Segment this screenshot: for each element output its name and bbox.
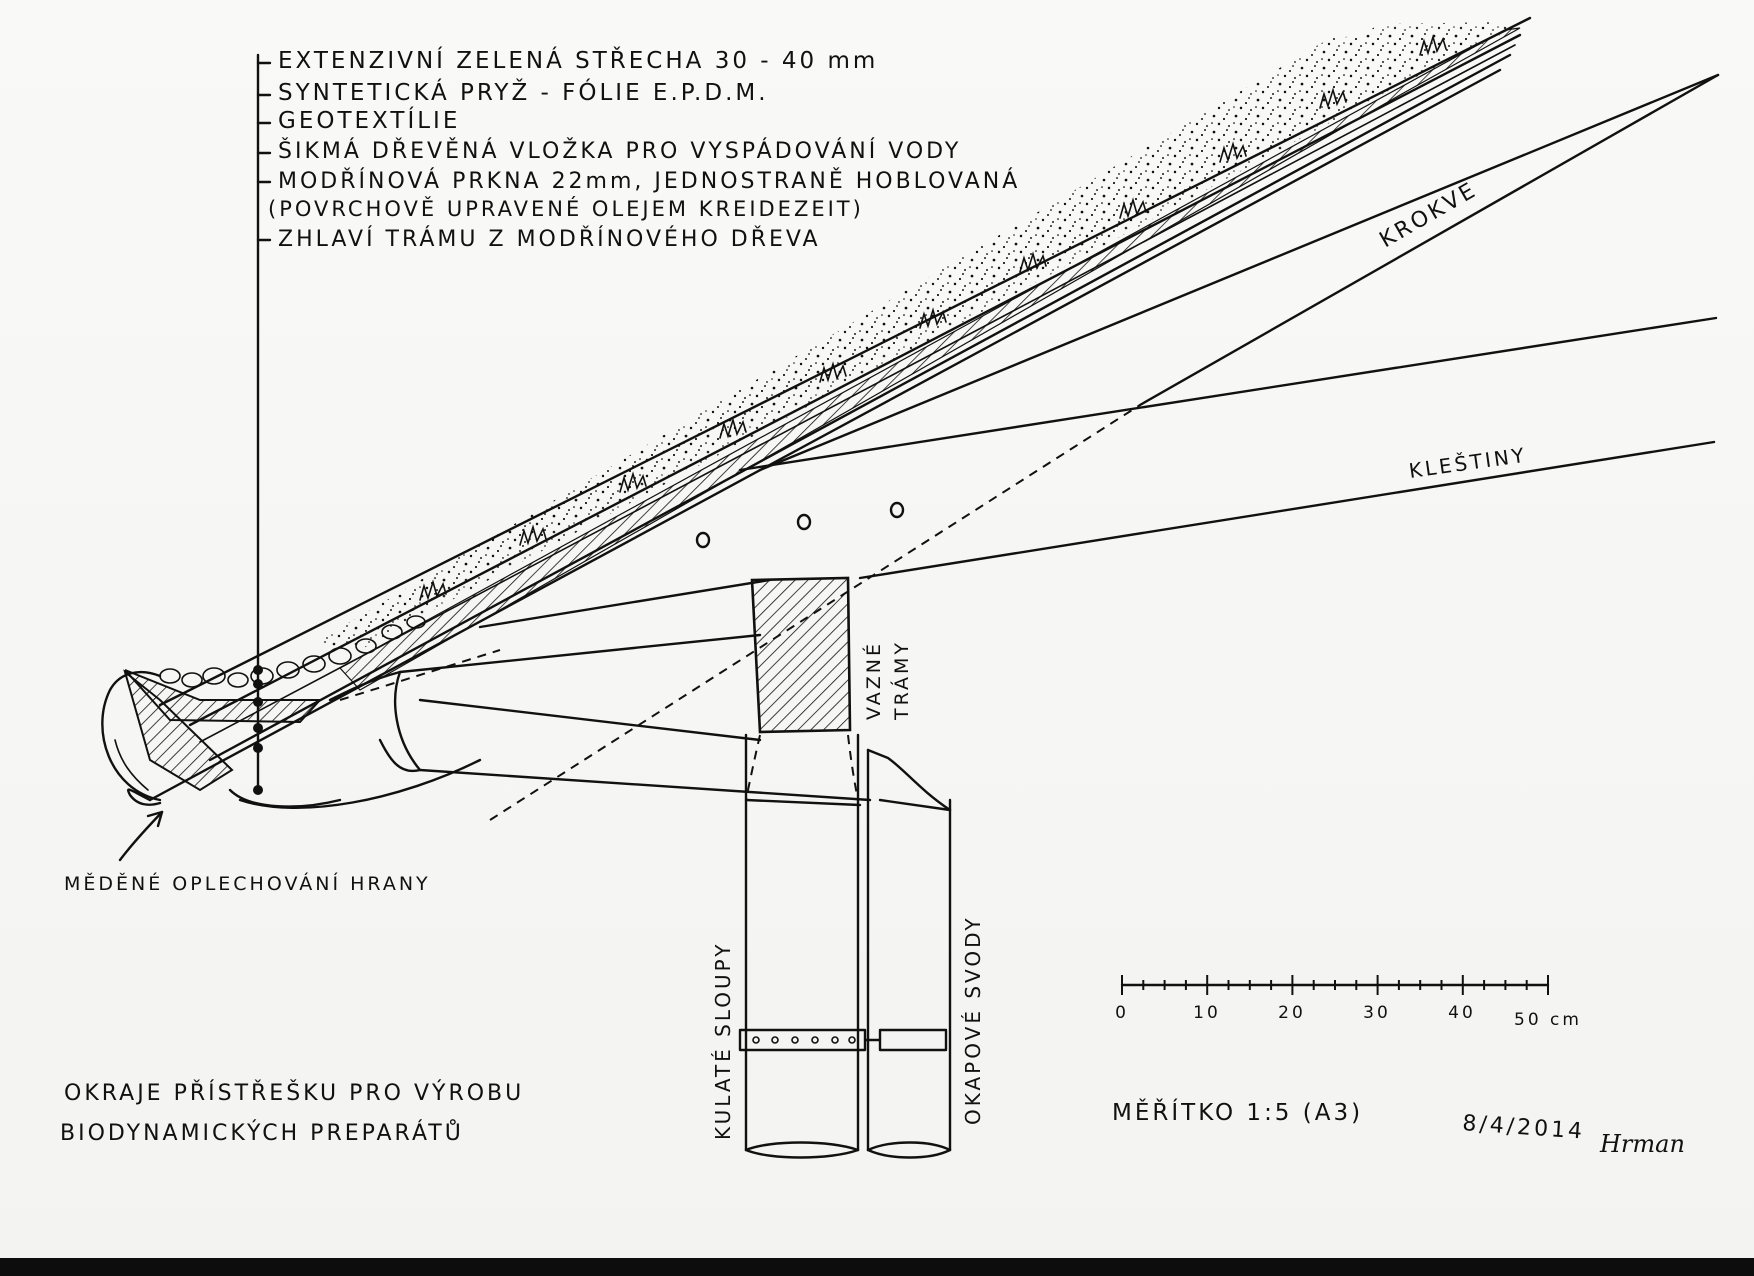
layer-4: ŠIKMÁ DŘEVĚNÁ VLOŽKA PRO VYSPÁDOVÁNÍ VOD… bbox=[278, 138, 961, 164]
label-tie-beams-2: TRÁMY bbox=[890, 640, 913, 721]
rafter-lines bbox=[478, 73, 1720, 821]
title-line-2: BIODYNAMICKÝCH PREPARÁTŮ bbox=[60, 1119, 464, 1146]
label-tie-beams-1: VAZNÉ bbox=[862, 641, 885, 720]
layer-1: EXTENZIVNÍ ZELENÁ STŘECHA 30 - 40 mm bbox=[278, 46, 878, 74]
scale-note: MĚŘÍTKO 1:5 (A3) bbox=[1112, 1098, 1363, 1126]
layer-tick-marks bbox=[256, 61, 272, 242]
title-line-1: OKRAJE PŘÍSTŘEŠKU PRO VÝROBU bbox=[64, 1080, 524, 1106]
scale-tick-10: 10 bbox=[1193, 1003, 1221, 1023]
layer-pointer-dots bbox=[253, 665, 263, 795]
pipe-clamp bbox=[738, 1028, 948, 1052]
scale-tick-30: 30 bbox=[1363, 1003, 1391, 1023]
beam-end bbox=[228, 633, 872, 810]
flashing-arrow bbox=[118, 810, 164, 862]
label-rafters: KROKVE bbox=[1376, 177, 1482, 253]
copper-flashing bbox=[101, 670, 162, 802]
label-round-posts: KULATÉ SLOUPY bbox=[711, 941, 735, 1140]
layer-3: GEOTEXTÍLIE bbox=[278, 106, 460, 134]
layer-5-note: (POVRCHOVĚ UPRAVENÉ OLEJEM KREIDEZEIT) bbox=[268, 196, 864, 221]
label-copper-flashing: MĚDĚNÉ OPLECHOVÁNÍ HRANY bbox=[64, 872, 431, 895]
scale-tick-40: 40 bbox=[1448, 1003, 1476, 1023]
scale-tick-50: 50 cm bbox=[1514, 1010, 1582, 1030]
layer-2: SYNTETICKÁ PRYŽ - FÓLIE E.P.D.M. bbox=[278, 78, 769, 106]
label-collar-ties: KLEŠTINY bbox=[1407, 443, 1528, 483]
roof-layers bbox=[123, 16, 1532, 802]
downpipes bbox=[866, 748, 952, 1159]
title-block: OKRAJE PŘÍSTŘEŠKU PRO VÝROBU BIODYNAMICK… bbox=[60, 1080, 1685, 1158]
scale-tick-20: 20 bbox=[1278, 1003, 1306, 1023]
scale-bar: 0 10 20 30 40 50 cm bbox=[1115, 975, 1582, 1030]
layer-6: ZHLAVÍ TRÁMU Z MODŘÍNOVÉHO DŘEVA bbox=[278, 226, 821, 252]
tie-beam-section bbox=[750, 576, 852, 734]
drawing-date: 8/4/2014 bbox=[1462, 1111, 1586, 1145]
bolt-holes bbox=[695, 501, 905, 549]
signature: Hrman bbox=[1599, 1130, 1685, 1158]
eave-pebbles bbox=[159, 615, 426, 688]
posts bbox=[744, 733, 862, 1159]
layer-list: EXTENZIVNÍ ZELENÁ STŘECHA 30 - 40 mm SYN… bbox=[268, 46, 1020, 252]
label-downpipes: OKAPOVÉ SVODY bbox=[961, 915, 985, 1125]
scale-tick-0: 0 bbox=[1115, 1003, 1129, 1023]
layer-5: MODŘÍNOVÁ PRKNA 22mm, JEDNOSTRANĚ HOBLOV… bbox=[278, 168, 1020, 194]
scan-edge bbox=[0, 1258, 1754, 1276]
